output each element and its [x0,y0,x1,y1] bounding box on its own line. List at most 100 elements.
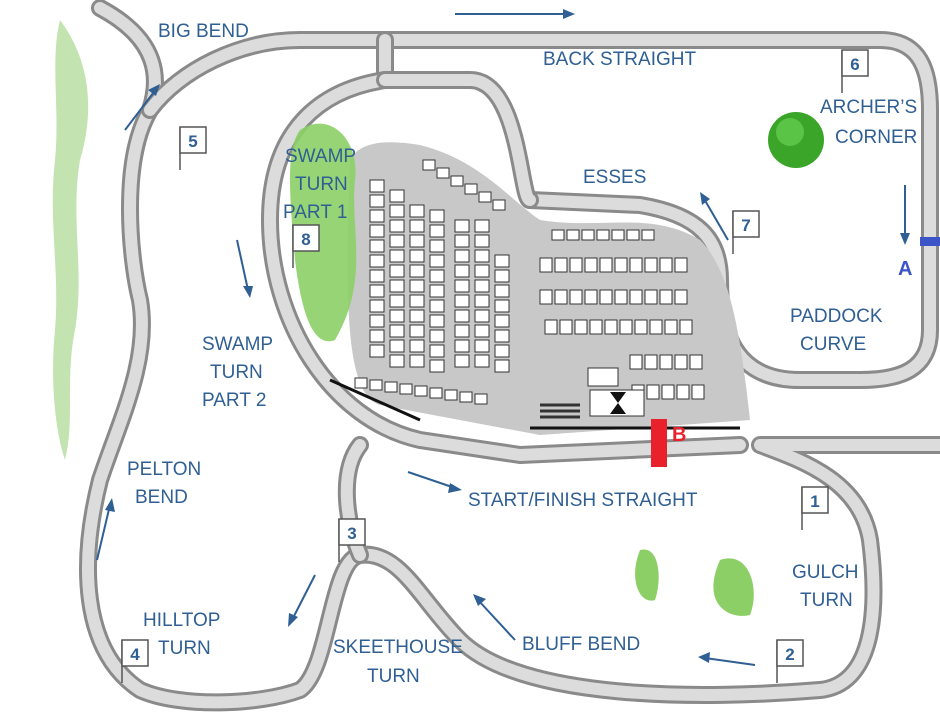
parking-space [494,314,510,328]
parking-space [409,279,425,293]
label-archers-corner-line1: ARCHER’S [820,97,917,118]
label-swamp-turn-1-line3: PART 1 [283,202,347,223]
parking-space [429,224,445,238]
parking-space [474,339,490,353]
parking-space [659,289,673,305]
parking-space [454,249,470,263]
parking-space [474,219,490,233]
parking-space [409,249,425,263]
turn-flag-1: 1 [801,486,829,530]
parking-space [599,257,613,273]
parking-space [544,319,558,335]
parking-space [494,269,510,283]
tree [768,112,824,168]
swamp-vegetation [290,123,357,342]
parking-space [474,234,490,248]
label-pelton-bend-line2: BEND [135,487,188,508]
label-back-straight: BACK STRAIGHT [543,49,696,70]
label-gulch-turn-line1: GULCH [792,562,859,583]
parking-space [409,309,425,323]
parking-space [409,264,425,278]
marker-a-label: A [898,258,912,280]
parking-space [444,389,458,401]
turn-flag-3: 3 [338,518,366,562]
parking-space [674,257,688,273]
parking-space [454,294,470,308]
parking-space [494,284,510,298]
svg-text:8: 8 [301,230,310,249]
parking-space [369,299,385,313]
parking-space [409,294,425,308]
parking-space [422,159,436,171]
label-esses: ESSES [583,167,646,188]
label-hilltop-turn-line2: TURN [158,638,211,659]
parking-space [429,284,445,298]
parking-space [574,319,588,335]
parking-space [634,319,648,335]
turn-flag-4: 4 [121,639,149,683]
label-start-finish-straight: START/FINISH STRAIGHT [468,490,698,511]
parking-space [454,354,470,368]
parking-space [454,309,470,323]
parking-space [569,257,583,273]
parking-space [429,269,445,283]
parking-space [369,269,385,283]
parking-space [674,289,688,305]
label-archers-corner-line2: CORNER [835,127,917,148]
parking-space [429,387,443,399]
parking-space [629,257,643,273]
parking-space [384,381,398,393]
marker-b-label: B [672,424,686,446]
label-swamp-turn-2-line1: SWAMP [202,334,273,355]
parking-space [389,309,405,323]
parking-space [389,204,405,218]
turn-flag-7: 7 [732,210,760,254]
parking-space [454,264,470,278]
direction-arrows [96,9,910,666]
svg-text:5: 5 [188,132,197,151]
label-swamp-turn-1-line1: SWAMP [285,146,356,167]
parking-space [494,344,510,358]
label-big-bend: BIG BEND [158,21,249,42]
parking-space [644,289,658,305]
parking-space [646,384,660,400]
parking-space [614,289,628,305]
svg-text:7: 7 [741,216,750,235]
parking-space [369,344,385,358]
parking-space [369,379,383,391]
svg-text:3: 3 [347,524,356,543]
turn-flag-5: 5 [179,126,207,170]
parking-space [494,254,510,268]
parking-space [629,289,643,305]
parking-space [389,234,405,248]
parking-space [494,299,510,313]
parking-space [389,324,405,338]
parking-space [369,209,385,223]
parking-space [691,384,705,400]
parking-space [661,384,675,400]
parking-space [596,229,610,241]
parking-space [611,229,625,241]
parking-space [454,279,470,293]
parking-space [436,167,450,179]
parking-space [414,385,428,397]
parking-space [539,257,553,273]
marker-b: B [651,419,686,467]
parking-space [454,339,470,353]
parking-space [474,264,490,278]
parking-space [369,239,385,253]
parking-space [629,354,643,370]
parking-space [389,249,405,263]
parking-space [649,319,663,335]
label-skeethouse-turn-line1: SKEETHOUSE [333,637,463,658]
parking-space [409,219,425,233]
parking-space [589,319,603,335]
parking-space [566,229,580,241]
label-swamp-turn-2-line3: PART 2 [202,390,266,411]
label-gulch-turn-line2: TURN [800,590,853,611]
parking-space [619,319,633,335]
parking-space [454,219,470,233]
parking-space [389,339,405,353]
parking-space [664,319,678,335]
